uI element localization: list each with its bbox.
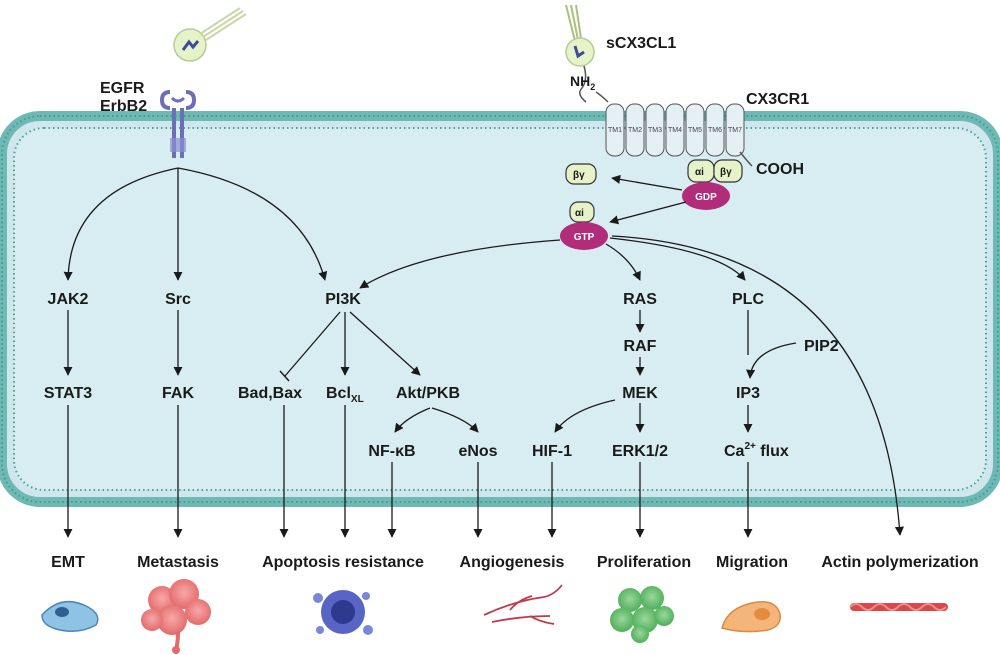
cx3cr1-label: CX3CR1 — [746, 91, 809, 108]
egfr-label: EGFR — [100, 80, 145, 97]
migration-cell-icon — [721, 601, 781, 633]
node-ca-flux: Ca2+ flux — [724, 441, 789, 460]
free-betagamma — [565, 163, 597, 185]
tm-helix — [705, 103, 725, 157]
gtp-label: GTP — [574, 232, 595, 243]
betagamma-subunit-label: βγ — [720, 167, 732, 178]
node-enos: eNos — [458, 443, 497, 460]
cx3cr1-receptor-icon: TM1 TM2 TM3 TM4 TM5 TM6 TM7 — [595, 91, 753, 167]
free-alpha-label: αi — [575, 208, 584, 219]
tm-helix — [645, 103, 665, 157]
scx3cl1-ligand-icon — [565, 4, 595, 103]
node-bad-bax: Bad,Bax — [238, 385, 302, 402]
tm-helix — [625, 103, 645, 157]
node-ras: RAS — [623, 291, 657, 308]
node-fak: FAK — [162, 385, 194, 402]
node-mek: MEK — [622, 385, 658, 402]
cooh-label: COOH — [756, 161, 804, 178]
node-raf: RAF — [624, 338, 657, 355]
tm-helix-label: TM4 — [668, 127, 682, 134]
emt-cell-icon — [41, 600, 99, 632]
node-stat3: STAT3 — [44, 385, 92, 402]
node-hif1: HIF-1 — [532, 443, 572, 460]
tm-helix — [665, 103, 685, 157]
outcome-actin-polymerization: Actin polymerization — [821, 554, 978, 571]
alpha-subunit-label: αi — [695, 167, 704, 178]
outcome-apoptosis-resistance: Apoptosis resistance — [262, 554, 424, 571]
tm-helix — [725, 103, 745, 157]
erbb2-label: ErbB2 — [100, 98, 147, 115]
g-protein-gdp — [682, 159, 743, 210]
node-ip3: IP3 — [736, 385, 760, 402]
outcome-emt: EMT — [51, 554, 85, 571]
tm-helix-label: TM2 — [628, 127, 642, 134]
node-plc: PLC — [732, 291, 764, 308]
outcome-angiogenesis: Angiogenesis — [460, 554, 565, 571]
outcome-migration: Migration — [716, 554, 788, 571]
cell-membrane — [0, 111, 1000, 507]
actin-filament-icon — [849, 603, 948, 611]
gdp-label: GDP — [695, 192, 717, 203]
node-nfkb: NF-κB — [368, 443, 415, 460]
outcome-metastasis: Metastasis — [137, 554, 219, 571]
apoptosis-cell-icon — [313, 590, 373, 635]
egfr-receptor-icon — [159, 90, 197, 158]
node-bclxl: BclXL — [326, 385, 364, 405]
node-akt-pkb: Akt/PKB — [396, 385, 460, 402]
node-jak2: JAK2 — [48, 291, 89, 308]
proliferation-cluster-icon — [610, 586, 674, 643]
metastasis-cluster-icon — [141, 579, 211, 654]
tm-helix — [605, 103, 625, 157]
tm-helix — [685, 103, 705, 157]
node-erk12: ERK1/2 — [612, 443, 668, 460]
g-alpha-gtp — [560, 201, 608, 250]
node-pi3k: PI3K — [325, 291, 361, 308]
pathway-arrows — [63, 167, 904, 538]
tm-helix-label: TM6 — [708, 127, 722, 134]
outcome-proliferation: Proliferation — [597, 554, 691, 571]
tm-helix-label: TM1 — [608, 127, 622, 134]
angiogenesis-vessel-icon — [483, 584, 563, 625]
tm-helix-label: TM5 — [688, 127, 702, 134]
node-src: Src — [165, 291, 191, 308]
scx3cl1-label: sCX3CL1 — [606, 35, 676, 52]
tm-helix-label: TM3 — [648, 127, 662, 134]
free-betagamma-label: βγ — [573, 170, 585, 181]
nh2-label: NH2 — [570, 73, 595, 92]
egf-ligand-icon — [173, 7, 247, 62]
node-pip2: PIP2 — [804, 338, 839, 355]
tm-helix-label: TM7 — [728, 127, 742, 134]
